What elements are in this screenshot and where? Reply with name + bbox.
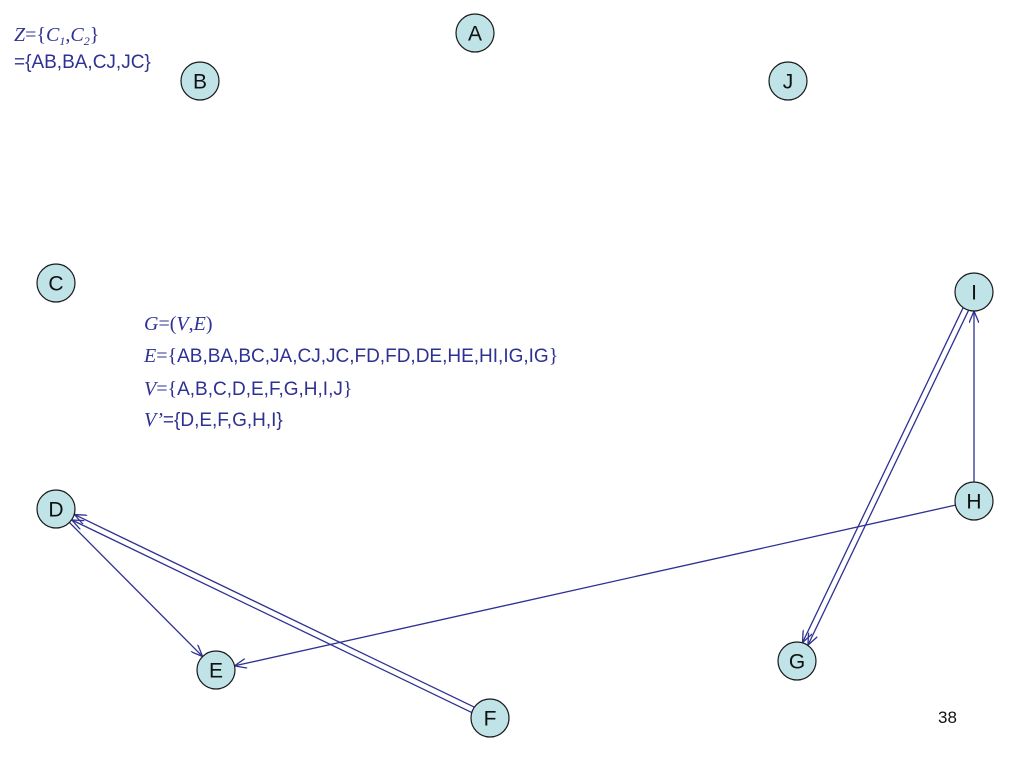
v-list: A,B,C,D,E,F,G,H,I,J bbox=[177, 379, 343, 400]
g-close: ) bbox=[205, 313, 213, 335]
node-label: F bbox=[484, 708, 497, 731]
v-open-brace: { bbox=[167, 378, 178, 400]
g-formula: G=(V,E) bbox=[144, 314, 213, 334]
vprime-mark: ’ bbox=[156, 409, 163, 431]
edge-f-d-1 bbox=[73, 520, 472, 714]
z-set-formula: ={AB,BA,CJ,JC} bbox=[14, 52, 151, 73]
vprime-list: {D,E,F,G,H,I} bbox=[174, 410, 283, 431]
node-label: E bbox=[209, 660, 223, 683]
node-a: A bbox=[455, 13, 495, 53]
node-h: H bbox=[954, 481, 994, 521]
z-comma: , bbox=[65, 24, 71, 46]
e-symbol: E bbox=[144, 345, 157, 367]
edge-d-e bbox=[68, 522, 202, 655]
node-label: I bbox=[971, 282, 977, 305]
vprime-equals: = bbox=[162, 410, 174, 431]
node-j: J bbox=[768, 61, 808, 101]
edge-i-g-2 bbox=[803, 307, 964, 642]
node-label: H bbox=[966, 491, 981, 514]
e-set-formula: E={AB,BA,BC,JA,CJ,JC,FD,FD,DE,HE,HI,IG,I… bbox=[144, 346, 558, 366]
c2-subscript: 2 bbox=[83, 34, 90, 48]
node-i: I bbox=[954, 272, 994, 312]
e-list: AB,BA,BC,JA,CJ,JC,FD,FD,DE,HE,HI,IG,IG bbox=[177, 346, 549, 367]
z-close-brace: } bbox=[89, 24, 100, 46]
vprime-set-formula: V’={D,E,F,G,H,I} bbox=[144, 410, 283, 430]
z-equals-brace: ={ bbox=[25, 24, 47, 46]
v-set-formula: V={A,B,C,D,E,F,G,H,I,J} bbox=[144, 379, 352, 399]
e-close-brace: } bbox=[548, 345, 559, 367]
node-circle bbox=[180, 61, 220, 101]
node-b: B bbox=[180, 61, 220, 101]
node-circle bbox=[36, 263, 76, 303]
g-open: =( bbox=[158, 313, 177, 335]
node-label: C bbox=[48, 273, 63, 296]
slide-number: 38 bbox=[938, 708, 957, 727]
node-circle bbox=[455, 13, 495, 53]
node-circle bbox=[777, 641, 817, 681]
c2-symbol: C bbox=[70, 24, 84, 46]
v-symbol: V bbox=[144, 378, 157, 400]
vprime-symbol: V bbox=[144, 409, 157, 431]
node-label: J bbox=[783, 71, 794, 94]
node-circle bbox=[954, 272, 994, 312]
edge-h-e bbox=[236, 504, 956, 666]
g-comma: , bbox=[188, 313, 194, 335]
node-label: B bbox=[193, 71, 207, 94]
node-circle bbox=[36, 489, 76, 529]
node-label: D bbox=[48, 499, 63, 522]
node-label: A bbox=[468, 23, 482, 46]
c1-subscript: 1 bbox=[59, 34, 66, 48]
node-f: F bbox=[470, 698, 510, 738]
z-formula: Z={C1,C2} bbox=[14, 25, 99, 47]
node-circle bbox=[470, 698, 510, 738]
v-equals: = bbox=[156, 378, 168, 400]
node-c: C bbox=[36, 263, 76, 303]
z-symbol: Z bbox=[14, 24, 26, 46]
node-circle bbox=[954, 481, 994, 521]
c1-symbol: C bbox=[46, 24, 60, 46]
edge-i-g-1 bbox=[808, 310, 970, 644]
edge-f-d-2 bbox=[75, 515, 475, 708]
edges-layer bbox=[68, 307, 974, 714]
node-label: G bbox=[789, 651, 805, 674]
v-close-brace: } bbox=[342, 378, 353, 400]
e-open-brace: { bbox=[167, 345, 178, 367]
node-e: E bbox=[196, 650, 236, 690]
node-circle bbox=[196, 650, 236, 690]
node-d: D bbox=[36, 489, 76, 529]
g-symbol: G bbox=[144, 313, 159, 335]
node-g: G bbox=[777, 641, 817, 681]
g-v-symbol: V bbox=[176, 313, 189, 335]
g-e-symbol: E bbox=[193, 313, 206, 335]
e-equals: = bbox=[156, 345, 168, 367]
node-circle bbox=[768, 61, 808, 101]
